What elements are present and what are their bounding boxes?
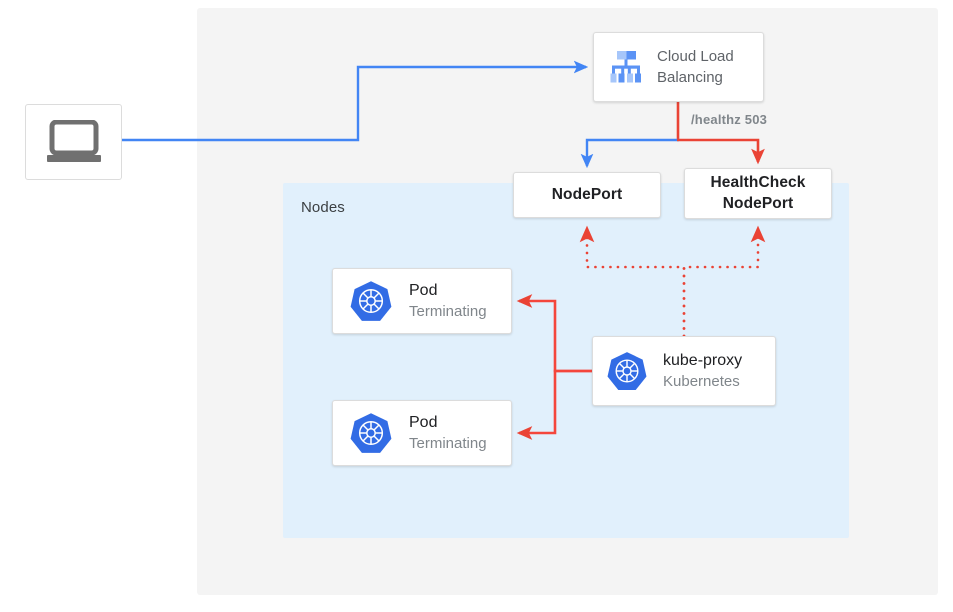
kube-proxy-card: kube-proxy Kubernetes (592, 336, 776, 406)
laptop-icon (46, 120, 101, 162)
nodeport-card: NodePort (513, 172, 661, 218)
kube-proxy-text-block: kube-proxy Kubernetes (663, 351, 742, 391)
healthcheck-nodeport-card: HealthCheck NodePort (684, 168, 832, 219)
pod-title: Pod (409, 413, 438, 431)
kubernetes-logo-icon (350, 413, 392, 453)
pod-status: Terminating (409, 435, 487, 452)
healthcheck-nodeport-label: HealthCheck NodePort (710, 174, 806, 212)
client-laptop-card (25, 104, 122, 180)
pod-text-block: Pod Terminating (409, 413, 487, 453)
pod-text-block: Pod Terminating (409, 281, 487, 321)
pod-title: Pod (409, 281, 438, 299)
pod-card: Pod Terminating (332, 268, 512, 334)
kube-proxy-subtitle: Kubernetes (663, 373, 740, 390)
cloud-load-balancing-card: Cloud Load Balancing (593, 32, 764, 102)
nodeport-label: NodePort (551, 185, 623, 203)
healthz-status-label: /healthz 503 (691, 112, 768, 127)
kubernetes-logo-icon (607, 352, 647, 390)
nodes-group-label: Nodes (301, 199, 345, 216)
cloud-load-balancing-icon (610, 51, 641, 83)
pod-card: Pod Terminating (332, 400, 512, 466)
cloud-load-balancing-label: Cloud Load Balancing (657, 47, 734, 86)
pod-status: Terminating (409, 303, 487, 320)
kubernetes-logo-icon (350, 281, 392, 321)
kube-proxy-title: kube-proxy (663, 351, 743, 369)
